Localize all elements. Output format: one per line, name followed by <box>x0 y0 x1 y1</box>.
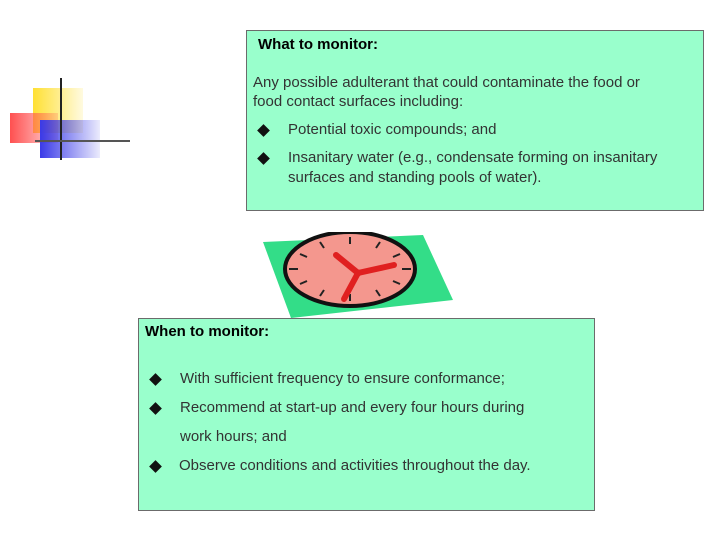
what-to-monitor-box: What to monitor: Any possible adulterant… <box>246 30 704 211</box>
when-item-3-text: Observe conditions and activities throug… <box>179 457 531 474</box>
what-item-2-line-2: surfaces and standing pools of water). <box>288 169 542 186</box>
what-intro-line-1: Any possible adulterant that could conta… <box>253 74 640 91</box>
what-item-1-text: Potential toxic compounds; and <box>288 121 497 138</box>
diamond-bullet-icon <box>149 373 162 386</box>
diamond-bullet-icon <box>257 152 270 165</box>
when-item-2-line-1: Recommend at start-up and every four hou… <box>180 399 525 416</box>
diamond-bullet-icon <box>149 460 162 473</box>
clock-icon <box>263 232 453 318</box>
diamond-bullet-icon <box>149 402 162 415</box>
diamond-bullet-icon <box>257 124 270 137</box>
when-item-1-text: With sufficient frequency to ensure conf… <box>180 370 505 387</box>
when-item-2-line-2: work hours; and <box>180 428 287 445</box>
when-to-monitor-title: When to monitor: <box>145 323 270 340</box>
what-to-monitor-title: What to monitor: <box>258 36 378 53</box>
when-to-monitor-box: When to monitor: With sufficient frequen… <box>138 318 595 511</box>
what-intro-line-2: food contact surfaces including: <box>253 93 464 110</box>
corner-squares-decoration <box>10 78 130 160</box>
what-item-2-line-1: Insanitary water (e.g., condensate formi… <box>288 149 658 166</box>
